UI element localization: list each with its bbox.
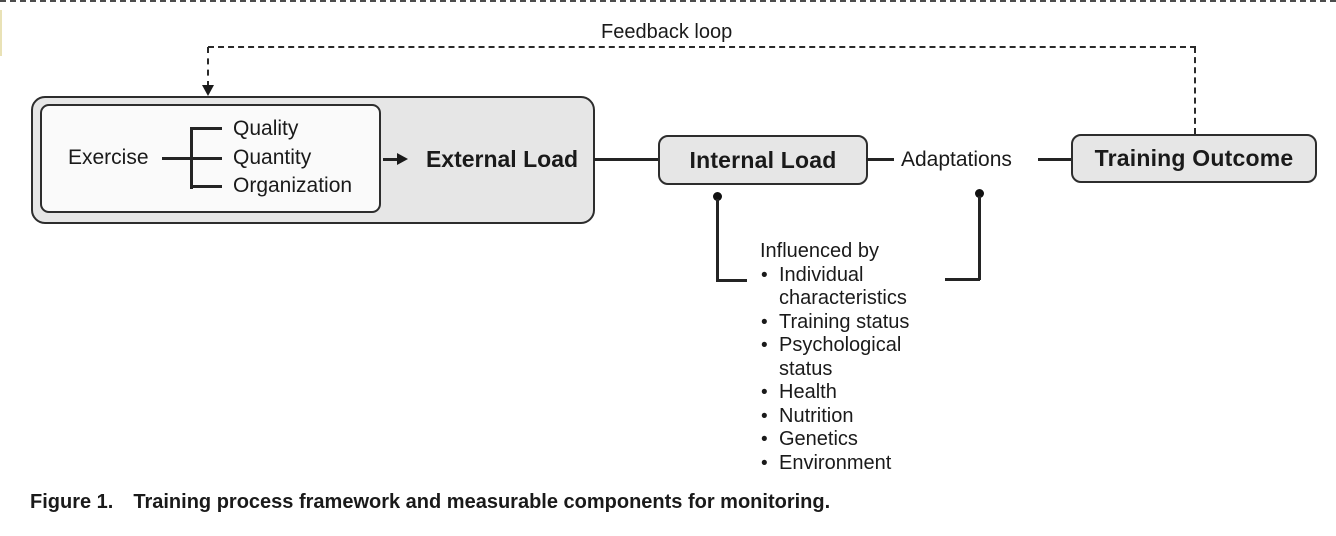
connector-adaptations-vertical (978, 196, 981, 280)
bracket-stub-quality (190, 127, 222, 130)
external-load-label: External Load (425, 146, 579, 172)
feedback-loop-line-right-vertical (1194, 47, 1196, 134)
list-item: Psychological status (760, 334, 938, 381)
list-item: Nutrition (760, 405, 938, 429)
feedback-loop-line-horizontal (208, 46, 1196, 48)
bracket-stub-organization (190, 185, 222, 188)
training-outcome-box: Training Outcome (1071, 134, 1317, 183)
link-internal-adaptations (866, 158, 894, 161)
bracket-stub-quantity (190, 157, 222, 160)
influenced-by-list: Influenced by Individual characteristics… (760, 240, 938, 475)
connector-dot-adaptations (975, 189, 984, 198)
arrow-right-icon (397, 152, 408, 165)
list-item: Health (760, 381, 938, 405)
branch-label-organization: Organization (233, 174, 353, 197)
figure-number: Figure 1. (30, 491, 114, 513)
link-adaptations-outcome (1038, 158, 1071, 161)
connector-internal-horizontal (716, 279, 747, 282)
page-edge-artifact (0, 10, 2, 56)
exercise-label: Exercise (68, 146, 149, 169)
list-item: Genetics (760, 428, 938, 452)
connector-adaptations-horizontal (945, 278, 980, 281)
figure-caption-text: Training process framework and measurabl… (133, 491, 831, 513)
connector-dot-internal (713, 192, 722, 201)
list-item: Individual characteristics (760, 264, 938, 311)
link-external-internal (594, 158, 658, 161)
list-item: Environment (760, 452, 938, 476)
branch-label-quality: Quality (233, 117, 299, 140)
training-outcome-label: Training Outcome (1094, 145, 1294, 171)
arrow-line-to-external-load (383, 158, 399, 161)
page-top-dashed-rule (0, 0, 1336, 2)
influenced-by-items: Individual characteristics Training stat… (760, 264, 938, 476)
arrow-down-icon (202, 85, 214, 96)
branch-label-quantity: Quantity (233, 146, 312, 169)
exercise-connector-line (162, 157, 192, 160)
feedback-loop-label: Feedback loop (601, 21, 733, 43)
figure-caption: Figure 1. Training process framework and … (30, 491, 830, 514)
feedback-loop-line-left-vertical (207, 47, 209, 87)
internal-load-box: Internal Load (658, 135, 868, 185)
list-item: Training status (760, 311, 938, 335)
influenced-by-title: Influenced by (760, 240, 879, 262)
adaptations-label: Adaptations (901, 148, 1012, 171)
connector-internal-vertical (716, 199, 719, 281)
internal-load-label: Internal Load (689, 146, 837, 173)
